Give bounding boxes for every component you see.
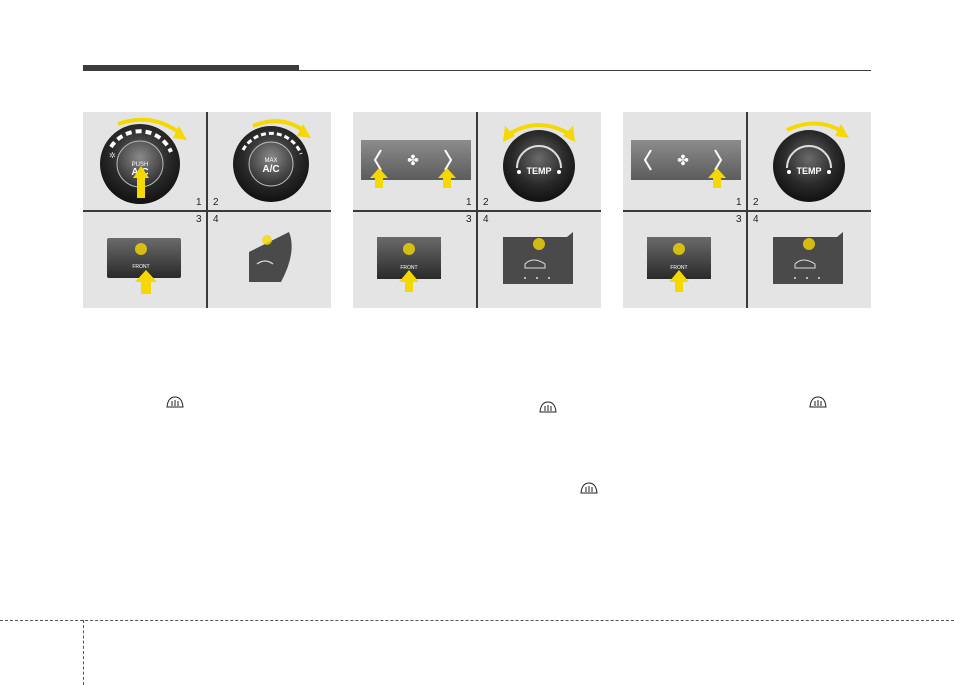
front-defrost-icon (539, 401, 557, 413)
footer-rule (0, 620, 954, 621)
quadrant-number-3: 3 (466, 214, 472, 225)
front-defrost-icon (580, 482, 598, 494)
quadrant-number-4: 4 (753, 214, 759, 225)
figure-b: ✤ TEMP FRONT 1 2 3 4 (353, 112, 601, 308)
button-3-label: FRONT (670, 265, 687, 271)
press-arrow (133, 166, 149, 178)
quadrant-number-1: 1 (736, 197, 742, 208)
button-3-label: FRONT (132, 264, 149, 270)
figure-c: ✤ TEMP FRONT 1 2 3 4 (623, 112, 871, 308)
button-3-label: FRONT (400, 265, 417, 271)
horizontal-divider (83, 210, 331, 212)
quadrant-number-1: 1 (196, 197, 202, 208)
svg-text:✲: ✲ (109, 151, 116, 160)
header-rule (83, 70, 871, 71)
quadrant-number-3: 3 (736, 214, 742, 225)
horizontal-divider (353, 210, 601, 212)
quadrant-number-4: 4 (483, 214, 489, 225)
footer-vertical-rule (83, 620, 84, 685)
header-bar (83, 65, 299, 71)
quadrant-number-2: 2 (753, 197, 759, 208)
quadrant-number-2: 2 (483, 197, 489, 208)
temp-knob-label: TEMP (796, 166, 821, 176)
front-defrost-icon (166, 396, 184, 408)
knob-2-large-label: A/C (262, 164, 279, 175)
figure-a-illustration: ✲ PUSH A/C MAX A/C FRONT (100, 117, 311, 294)
figure-b-illustration: ✤ TEMP FRONT (361, 123, 575, 292)
rotate-arrow (117, 117, 183, 136)
svg-text:✤: ✤ (677, 153, 689, 169)
svg-text:✤: ✤ (407, 153, 419, 169)
knob-2-small-label: MAX (264, 158, 277, 164)
figure-c-illustration: ✤ TEMP FRONT (631, 121, 849, 292)
front-defrost-icon (809, 396, 827, 408)
temp-knob-label: TEMP (526, 166, 551, 176)
horizontal-divider (623, 210, 871, 212)
quadrant-number-2: 2 (213, 197, 219, 208)
quadrant-number-1: 1 (466, 197, 472, 208)
knob-1-small-label: PUSH (132, 162, 149, 168)
quadrant-number-4: 4 (213, 214, 219, 225)
quadrant-number-3: 3 (196, 214, 202, 225)
figure-a: ✲ PUSH A/C MAX A/C FRONT 1 2 3 4 (83, 112, 331, 308)
